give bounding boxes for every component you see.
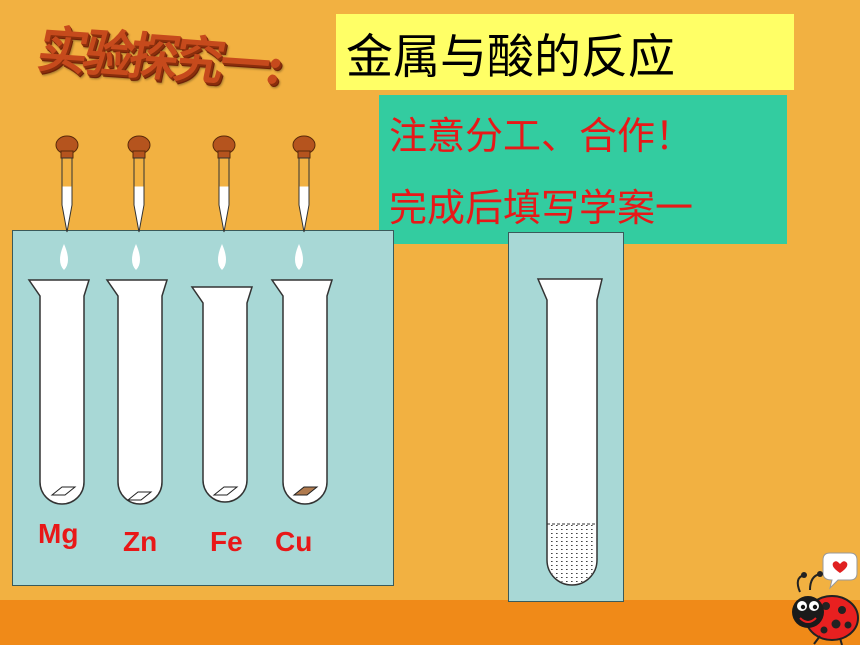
note-line-2: 完成后填写学案一 (389, 186, 694, 230)
metal-label-zn: Zn (123, 526, 158, 557)
dropper-2 (127, 135, 151, 233)
ladybug-icon (792, 552, 859, 645)
metal-sample-fe (212, 486, 239, 496)
metal-sample-mg (50, 486, 77, 496)
dropper-3 (212, 135, 236, 233)
dropper-4 (292, 135, 316, 233)
drop-2 (132, 244, 140, 270)
test-tube-acid (536, 278, 603, 586)
drop-4 (295, 244, 303, 270)
test-tube-fe (190, 286, 254, 503)
drop-1 (60, 244, 68, 270)
drop-3 (218, 244, 226, 270)
instruction-note: 注意分工、合作！ 完成后填写学案一 (379, 95, 787, 244)
metal-label-mg: Mg (38, 518, 79, 549)
test-tube-cu (270, 279, 334, 505)
main-title: 金属与酸的反应 (336, 14, 794, 90)
bottom-band (0, 600, 860, 645)
dropper-1 (55, 135, 79, 233)
metal-sample-zn (126, 491, 153, 501)
note-line-1: 注意分工、合作！ (389, 114, 694, 158)
metal-label-fe: Fe (210, 526, 243, 557)
acid-liquid (548, 524, 596, 584)
metal-sample-cu (292, 486, 319, 496)
test-tube-zn (105, 279, 169, 505)
test-tube-mg (27, 279, 91, 505)
metal-label-cu: Cu (275, 526, 313, 557)
